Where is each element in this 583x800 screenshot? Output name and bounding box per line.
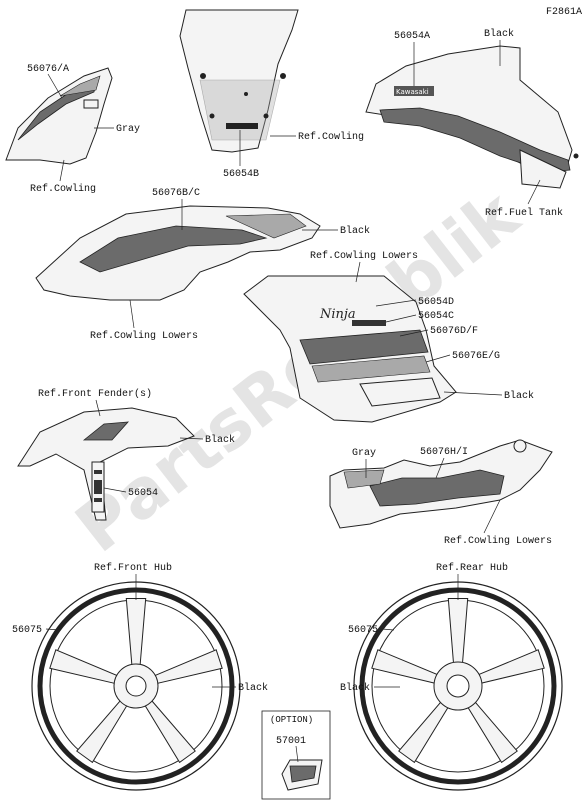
label-56076bc: 56076B/C [152, 187, 200, 199]
wheel-spoke [447, 598, 469, 665]
wheel-spoke [49, 649, 120, 685]
label-56076df: 56076D/F [430, 325, 478, 337]
label-56054d: 56054D [418, 297, 454, 308]
tail-cowl-decal-56076hi[interactable] [329, 439, 553, 529]
lower-cowl-decal-56076bc[interactable] [35, 205, 321, 301]
label-ref-cowling-lowers-2: Ref.Cowling Lowers [310, 250, 418, 262]
label-ref-fuel-tank: Ref.Fuel Tank [485, 207, 563, 219]
front-wheel-56075[interactable] [31, 581, 241, 791]
label-ref-rear-hub: Ref.Rear Hub [436, 562, 508, 574]
label-57001: 57001 [276, 736, 306, 747]
front-fender-56054[interactable] [17, 407, 195, 521]
label-gray-1: Gray [116, 124, 140, 135]
figure-id: F2861A [546, 7, 582, 18]
label-black-4: Black [205, 434, 235, 446]
label-56054: 56054 [128, 488, 158, 499]
wheel-spoke [152, 649, 223, 685]
option-box-57001[interactable] [261, 710, 331, 800]
wheel-spoke [371, 649, 440, 685]
label-black-6: Black [340, 682, 370, 694]
wheel-spoke [125, 598, 147, 667]
label-56076hi: 56076H/I [420, 446, 468, 458]
label-ref-cowling-2: Ref.Cowling [298, 131, 364, 143]
wheel-spoke [143, 698, 196, 764]
label-56054a: 56054A [394, 31, 430, 42]
label-option: (OPTION) [270, 715, 313, 725]
wheel-spoke [476, 649, 545, 685]
kawasaki-decal-text: Kawasaki [396, 88, 429, 96]
label-56076a: 56076/A [27, 63, 69, 75]
windshield-56054b[interactable] [179, 9, 299, 153]
label-gray-2: Gray [352, 448, 376, 459]
label-56054c: 56054C [418, 311, 454, 322]
label-black-3: Black [504, 390, 534, 402]
side-cowl-decal-56076a[interactable] [5, 67, 113, 165]
fuel-tank-cover-56054a[interactable]: Kawasaki [365, 45, 579, 189]
side-panel-ninja-decals[interactable]: Ninja [243, 275, 457, 423]
label-56075-rear: 56075 [348, 625, 378, 636]
label-black-2: Black [340, 225, 370, 237]
label-56075-front: 56075 [12, 625, 42, 636]
rear-wheel-56075[interactable] [353, 581, 563, 791]
label-56076eg: 56076E/G [452, 350, 500, 362]
label-ref-cowling-1: Ref.Cowling [30, 183, 96, 195]
label-ref-cowling-lowers-3: Ref.Cowling Lowers [444, 535, 552, 547]
ninja-decal-text: Ninja [319, 307, 356, 322]
label-black-5: Black [238, 682, 268, 694]
label-ref-cowling-lowers-1: Ref.Cowling Lowers [90, 330, 198, 342]
wheel-spoke [398, 700, 450, 764]
label-black-1: Black [484, 28, 514, 40]
label-56054b: 56054B [223, 169, 259, 180]
label-ref-front-hub: Ref.Front Hub [94, 562, 172, 574]
wheel-spoke [76, 698, 129, 764]
wheel-spoke [466, 700, 518, 764]
label-ref-front-fender: Ref.Front Fender(s) [38, 388, 152, 400]
